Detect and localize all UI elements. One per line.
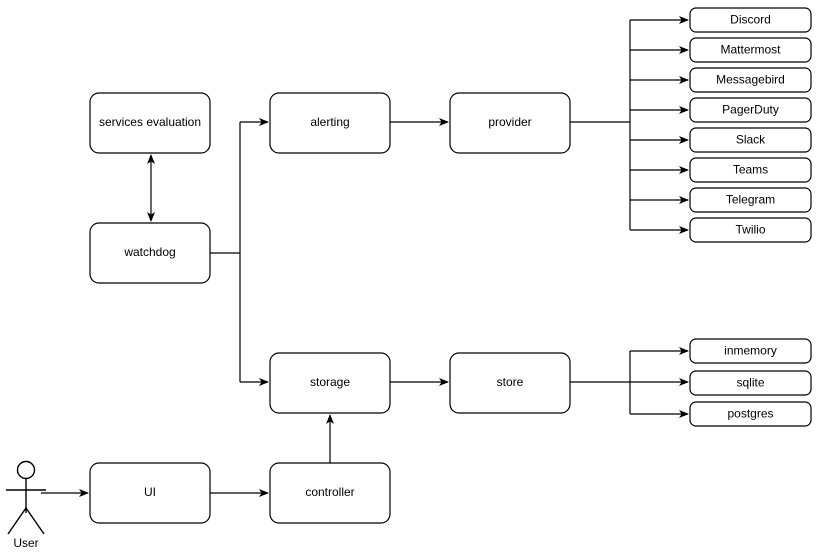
node-discord[interactable]: Discord bbox=[689, 7, 812, 33]
node-inmemory-label: inmemory bbox=[724, 344, 777, 358]
node-postgres-box[interactable] bbox=[689, 401, 812, 427]
user-actor[interactable]: User bbox=[6, 460, 46, 551]
node-provider-label: provider bbox=[488, 115, 531, 129]
node-services-evaluation[interactable]: services evaluation bbox=[89, 92, 211, 154]
node-ui-box[interactable] bbox=[89, 462, 211, 524]
node-sqlite[interactable]: sqlite bbox=[689, 370, 812, 396]
node-slack[interactable]: Slack bbox=[689, 127, 812, 153]
actor-head-icon bbox=[16, 460, 36, 480]
node-twilio-box[interactable] bbox=[689, 217, 812, 243]
node-telegram-box[interactable] bbox=[689, 187, 812, 213]
node-store-box[interactable] bbox=[449, 352, 571, 414]
node-inmemory[interactable]: inmemory bbox=[689, 338, 812, 364]
node-slack-box[interactable] bbox=[689, 127, 812, 153]
node-sqlite-box[interactable] bbox=[689, 370, 812, 396]
node-messagebird-label: Messagebird bbox=[716, 73, 785, 87]
actor-leg-right-icon bbox=[25, 507, 45, 535]
node-provider-box[interactable] bbox=[449, 92, 571, 154]
node-watchdog-box[interactable] bbox=[89, 222, 211, 284]
node-sqlite-label: sqlite bbox=[736, 376, 764, 390]
node-alerting[interactable]: alerting bbox=[269, 92, 391, 154]
node-watchdog-label: watchdog bbox=[123, 245, 175, 259]
node-twilio-label: Twilio bbox=[735, 223, 765, 237]
node-inmemory-box[interactable] bbox=[689, 338, 812, 364]
actor-leg-left-icon bbox=[7, 507, 27, 535]
node-discord-box[interactable] bbox=[689, 7, 812, 33]
node-provider[interactable]: provider bbox=[449, 92, 571, 154]
node-teams[interactable]: Teams bbox=[689, 157, 812, 183]
node-controller-box[interactable] bbox=[269, 462, 391, 524]
node-teams-box[interactable] bbox=[689, 157, 812, 183]
node-twilio[interactable]: Twilio bbox=[689, 217, 812, 243]
node-messagebird[interactable]: Messagebird bbox=[689, 67, 812, 93]
node-storage[interactable]: storage bbox=[269, 352, 391, 414]
user-actor-label: User bbox=[13, 536, 38, 550]
node-storage-box[interactable] bbox=[269, 352, 391, 414]
node-discord-label: Discord bbox=[730, 13, 771, 27]
node-services-evaluation-box[interactable] bbox=[89, 92, 211, 154]
node-store-label: store bbox=[497, 375, 524, 389]
node-mattermost-box[interactable] bbox=[689, 37, 812, 63]
node-watchdog[interactable]: watchdog bbox=[89, 222, 211, 284]
node-alerting-box[interactable] bbox=[269, 92, 391, 154]
node-teams-label: Teams bbox=[733, 163, 768, 177]
edge-layer bbox=[41, 16, 689, 497]
node-alerting-label: alerting bbox=[310, 115, 349, 129]
node-slack-label: Slack bbox=[736, 133, 766, 147]
node-store[interactable]: store bbox=[449, 352, 571, 414]
node-telegram[interactable]: Telegram bbox=[689, 187, 812, 213]
node-telegram-label: Telegram bbox=[726, 193, 775, 207]
node-storage-label: storage bbox=[310, 375, 350, 389]
node-pagerduty[interactable]: PagerDuty bbox=[689, 97, 812, 123]
node-services-evaluation-label: services evaluation bbox=[99, 115, 201, 129]
node-controller-label: controller bbox=[305, 485, 354, 499]
node-postgres-label: postgres bbox=[727, 407, 773, 421]
node-mattermost-label: Mattermost bbox=[720, 43, 781, 57]
node-mattermost[interactable]: Mattermost bbox=[689, 37, 812, 63]
node-pagerduty-label: PagerDuty bbox=[722, 103, 779, 117]
node-postgres[interactable]: postgres bbox=[689, 401, 812, 427]
node-ui[interactable]: UI bbox=[89, 462, 211, 524]
node-controller[interactable]: controller bbox=[269, 462, 391, 524]
node-ui-label: UI bbox=[144, 485, 156, 499]
node-pagerduty-box[interactable] bbox=[689, 97, 812, 123]
node-layer: services evaluation watchdog alerting pr… bbox=[89, 7, 812, 524]
node-messagebird-box[interactable] bbox=[689, 67, 812, 93]
